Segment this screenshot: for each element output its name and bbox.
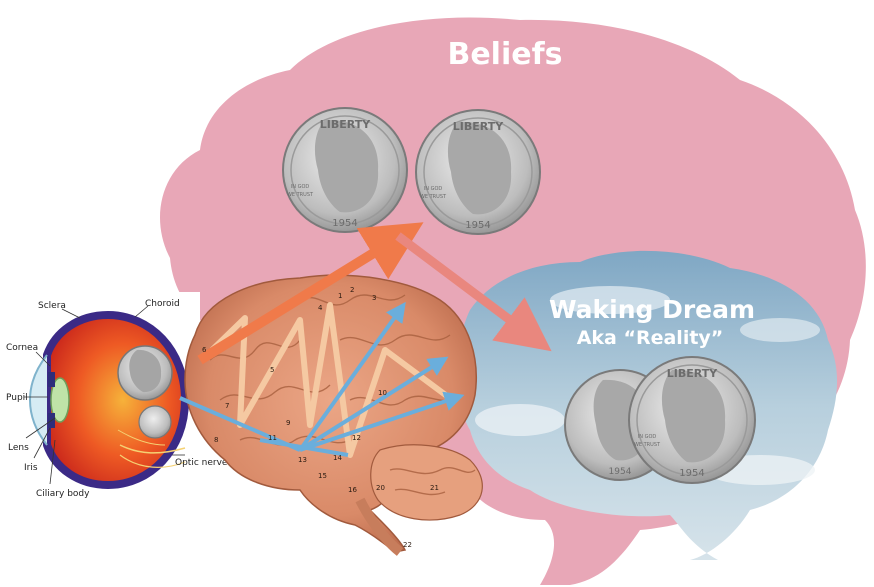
brain-number: 15 xyxy=(318,472,327,480)
coin-motto-1: IN GOD xyxy=(424,186,443,192)
brain-number: 14 xyxy=(333,454,342,462)
label-lens: Lens xyxy=(8,443,29,453)
label-pupil: Pupil xyxy=(6,393,28,403)
brain-number: 8 xyxy=(214,436,218,444)
coin-liberty-text: LIBERTY xyxy=(320,118,371,131)
belief-coin-left: LIBERTY IN GOD WE TRUST 1954 xyxy=(283,108,407,232)
dream-coin-right: LIBERTY IN GOD WE TRUST 1954 xyxy=(629,357,755,483)
coin-motto-2: WE TRUST xyxy=(287,192,314,198)
brain-number: 5 xyxy=(270,366,274,374)
brain-number: 21 xyxy=(430,484,439,492)
brain-number: 22 xyxy=(403,541,412,549)
coin-year: 1954 xyxy=(609,467,632,477)
coin-motto-2: WE TRUST xyxy=(634,442,661,448)
brain-number: 16 xyxy=(348,486,357,494)
brain-number: 7 xyxy=(225,402,229,410)
brain-number: 4 xyxy=(318,304,323,312)
coin-year: 1954 xyxy=(679,468,704,479)
brain-number: 20 xyxy=(376,484,385,492)
brain-number: 6 xyxy=(202,346,207,354)
eye-diagram xyxy=(30,315,185,485)
brain-number: 9 xyxy=(286,419,290,427)
label-ciliary-body: Ciliary body xyxy=(36,489,90,499)
beliefs-title: Beliefs xyxy=(447,37,562,72)
cloud-puff xyxy=(475,404,565,436)
brain-number: 11 xyxy=(268,434,277,442)
brain-number: 1 xyxy=(338,292,342,300)
brain-number: 12 xyxy=(352,434,361,442)
brain-number: 3 xyxy=(372,294,376,302)
coin-motto-2: WE TRUST xyxy=(420,194,447,200)
label-iris: Iris xyxy=(24,463,38,473)
coin-year: 1954 xyxy=(332,218,357,229)
brain-number: 2 xyxy=(350,286,354,294)
label-optic-nerve: Optic nerve xyxy=(175,458,228,468)
brain-number: 10 xyxy=(378,389,387,397)
belief-coin-right: LIBERTY IN GOD WE TRUST 1954 xyxy=(416,110,540,234)
coin-year: 1954 xyxy=(465,220,490,231)
label-choroid: Choroid xyxy=(145,299,180,309)
retina-coin-small xyxy=(139,406,171,438)
coin-motto-1: IN GOD xyxy=(638,434,657,440)
waking-dream-title: Waking Dream xyxy=(549,295,755,324)
waking-dream-subtitle: Aka “Reality” xyxy=(577,327,724,349)
coin-liberty-text: LIBERTY xyxy=(453,120,504,133)
label-cornea: Cornea xyxy=(6,343,38,353)
brain-number: 13 xyxy=(298,456,307,464)
label-sclera: Sclera xyxy=(38,301,66,311)
coin-motto-1: IN GOD xyxy=(291,184,310,190)
coin-liberty-text: LIBERTY xyxy=(667,367,718,380)
